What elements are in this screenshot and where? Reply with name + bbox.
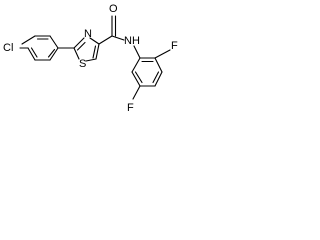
chlorine-label: Cl (3, 42, 13, 54)
carboxamide-group (98, 15, 125, 45)
oxygen-label: O (109, 3, 118, 15)
c-f-ortho-bond (154, 49, 171, 59)
fluorine-ortho-label: F (171, 40, 178, 52)
amide-nh-label: NH (124, 35, 140, 47)
chlorophenyl-ring (21, 35, 59, 61)
thiazole-ring (73, 37, 100, 62)
sulfur-label: S (79, 58, 86, 70)
c-f-para-bond (132, 85, 141, 100)
difluorophenyl-ring (131, 57, 163, 87)
fluorine-para-label: F (127, 102, 134, 114)
chemical-structure: Cl S N O NH F F (3, 3, 178, 114)
nh-aryl-bond (133, 45, 141, 59)
thiazole-nitrogen-label: N (84, 28, 92, 40)
